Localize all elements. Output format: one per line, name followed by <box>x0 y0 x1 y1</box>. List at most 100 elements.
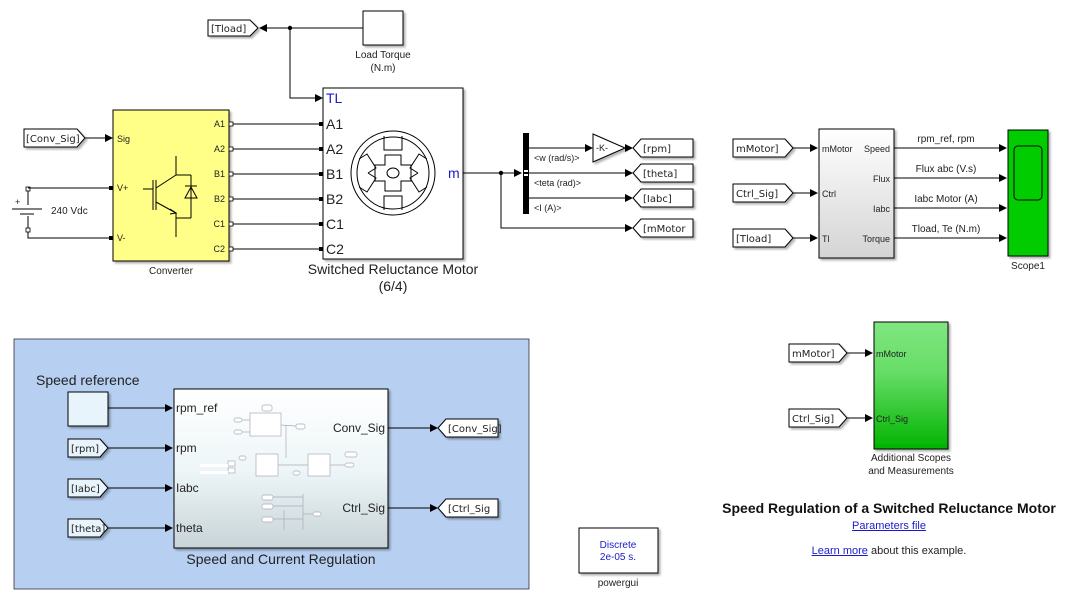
gain-block[interactable]: -K- <box>592 133 627 163</box>
meas-port-flux: Flux <box>873 174 891 184</box>
load-torque-constant[interactable] <box>362 10 404 46</box>
powergui-label: powergui <box>598 578 639 589</box>
from-reg-theta[interactable]: [theta] <box>67 518 109 538</box>
additional-scopes-block[interactable]: mMotor Ctrl_Sig Additional Scopes and Me… <box>868 321 954 477</box>
from-reg-theta-text: [theta] <box>71 524 105 535</box>
converter-port-c1: C1 <box>213 219 225 229</box>
wire-tl[interactable] <box>289 28 323 102</box>
from-conv-sig-text: [Conv_Sig] <box>26 134 80 145</box>
from-add-mmotor[interactable]: mMotor] <box>788 343 848 363</box>
load-torque-label-2: (N.m) <box>371 63 396 74</box>
bus-signal-i: <I (A)> <box>534 203 562 213</box>
reg-port-theta: theta <box>176 521 203 535</box>
meas-port-ctrl: Ctrl <box>822 189 836 199</box>
igbt-diode-icon <box>143 156 198 237</box>
from-meas-tload-text: [Tload] <box>736 234 771 245</box>
motor-label-2: (6/4) <box>379 278 408 294</box>
goto-rpm[interactable]: [rpm] <box>632 138 694 158</box>
from-meas-ctrl-sig[interactable]: Ctrl_Sig] <box>732 183 794 203</box>
reg-port-iabc: Iabc <box>176 481 199 495</box>
goto-ctrl-sig[interactable]: [Ctrl_Sig <box>437 498 499 518</box>
learn-more-suffix: about this example. <box>867 545 967 557</box>
converter-port-a1: A1 <box>214 119 225 129</box>
converter-label: Converter <box>149 266 194 277</box>
converter-port-sig: Sig <box>117 134 130 144</box>
speed-reference-label: Speed reference <box>36 372 140 388</box>
parameters-file-link[interactable]: Parameters file <box>852 520 926 532</box>
bus-signal-teta: <teta (rad)> <box>534 178 581 188</box>
goto-tload[interactable]: [Tload] <box>207 19 259 37</box>
converter-motor-wires <box>228 121 323 252</box>
scope1-block[interactable]: Scope1 <box>1007 129 1049 272</box>
reg-port-rpm: rpm <box>176 441 197 455</box>
measurement-block[interactable]: mMotor Ctrl Tl Speed Flux Iabc Torque <box>818 128 895 259</box>
from-reg-rpm[interactable]: [rpm] <box>67 438 109 458</box>
goto-conv-sig[interactable]: [Conv_Sig] <box>437 418 502 438</box>
source-voltage-label: 240 Vdc <box>51 206 88 217</box>
scope1-label: Scope1 <box>1011 261 1045 272</box>
goto-ctrl-sig-text: [Ctrl_Sig <box>448 504 490 515</box>
goto-mmotor-text: [mMotor <box>643 224 686 235</box>
motor-port-a1: A1 <box>326 116 343 132</box>
converter-port-vplus: V+ <box>117 183 128 193</box>
add-port-ctrl-sig: Ctrl_Sig <box>876 414 908 424</box>
load-torque-block[interactable]: Load Torque (N.m) <box>355 10 411 74</box>
gain-label: -K- <box>596 143 608 153</box>
load-torque-label-1: Load Torque <box>355 50 411 61</box>
wire-mmotor[interactable] <box>500 173 633 232</box>
motor-port-tl: TL <box>326 90 343 106</box>
goto-rpm-text: [rpm] <box>643 144 671 155</box>
additional-label-1: Additional Scopes <box>871 453 951 464</box>
from-meas-tload[interactable]: [Tload] <box>732 228 794 248</box>
scope-screen-icon <box>1013 145 1043 201</box>
meas-port-speed: Speed <box>864 144 890 154</box>
goto-theta[interactable]: [theta] <box>632 163 694 183</box>
motor-port-c2: C2 <box>326 241 344 257</box>
signal-label-flux: Flux abc (V.s) <box>916 164 977 175</box>
from-add-ctrl-sig-text: Ctrl_Sig] <box>792 414 834 425</box>
wire-vminus[interactable] <box>27 232 111 239</box>
from-meas-mmotor-text: mMotor] <box>736 144 779 155</box>
from-meas-mmotor[interactable]: mMotor] <box>732 138 794 158</box>
goto-theta-text: [theta] <box>643 169 677 180</box>
converter-port-a2: A2 <box>214 144 225 154</box>
signal-label-speed: rpm_ref, rpm <box>917 134 974 145</box>
goto-iabc[interactable]: [Iabc] <box>632 188 694 208</box>
converter-port-b2: B2 <box>214 194 225 204</box>
speed-reference-block[interactable] <box>67 391 109 427</box>
motor-port-a2: A2 <box>326 141 343 157</box>
meas-port-torque: Torque <box>862 234 890 244</box>
motor-port-b1: B1 <box>326 166 343 182</box>
model-title: Speed Regulation of a Switched Reluctanc… <box>722 500 1056 516</box>
bus-selector[interactable] <box>523 133 529 214</box>
learn-more-link[interactable]: Learn more <box>811 545 868 557</box>
reg-port-conv-sig: Conv_Sig <box>333 421 385 435</box>
bus-signal-w: <w (rad/s)> <box>534 153 580 163</box>
motor-label-1: Switched Reluctance Motor <box>308 261 479 277</box>
converter-port-c2: C2 <box>213 244 225 254</box>
goto-mmotor[interactable]: [mMotor <box>632 218 694 238</box>
additional-label-2: and Measurements <box>868 466 954 477</box>
svg-text:+: + <box>15 197 20 207</box>
powergui-mode: Discrete <box>600 540 637 551</box>
converter-port-vminus: V- <box>117 233 126 243</box>
signal-label-iabc: Iabc Motor (A) <box>914 194 977 205</box>
meas-port-mmotor: mMotor <box>822 144 853 154</box>
goto-tload-text: [Tload] <box>211 24 246 35</box>
motor-port-c1: C1 <box>326 216 344 232</box>
goto-conv-sig-from[interactable]: [Conv_Sig] <box>23 128 86 148</box>
dc-voltage-source[interactable]: + 240 Vdc <box>12 186 88 233</box>
subsystem-preview-icon <box>200 404 358 530</box>
goto-conv-sig-text: [Conv_Sig] <box>448 424 502 435</box>
from-meas-ctrl-sig-text: Ctrl_Sig] <box>736 189 778 200</box>
from-add-mmotor-text: mMotor] <box>792 349 835 360</box>
motor-port-b2: B2 <box>326 191 343 207</box>
from-reg-iabc[interactable]: [Iabc] <box>67 478 109 498</box>
speed-current-regulation-block[interactable]: rpm_ref rpm Iabc theta Conv_Sig Ctrl_Sig <box>173 388 389 567</box>
powergui-block[interactable]: Discrete 2e-05 s. powergui <box>578 527 659 589</box>
motor-port-m: m <box>448 165 460 181</box>
from-add-ctrl-sig[interactable]: Ctrl_Sig] <box>788 408 848 428</box>
